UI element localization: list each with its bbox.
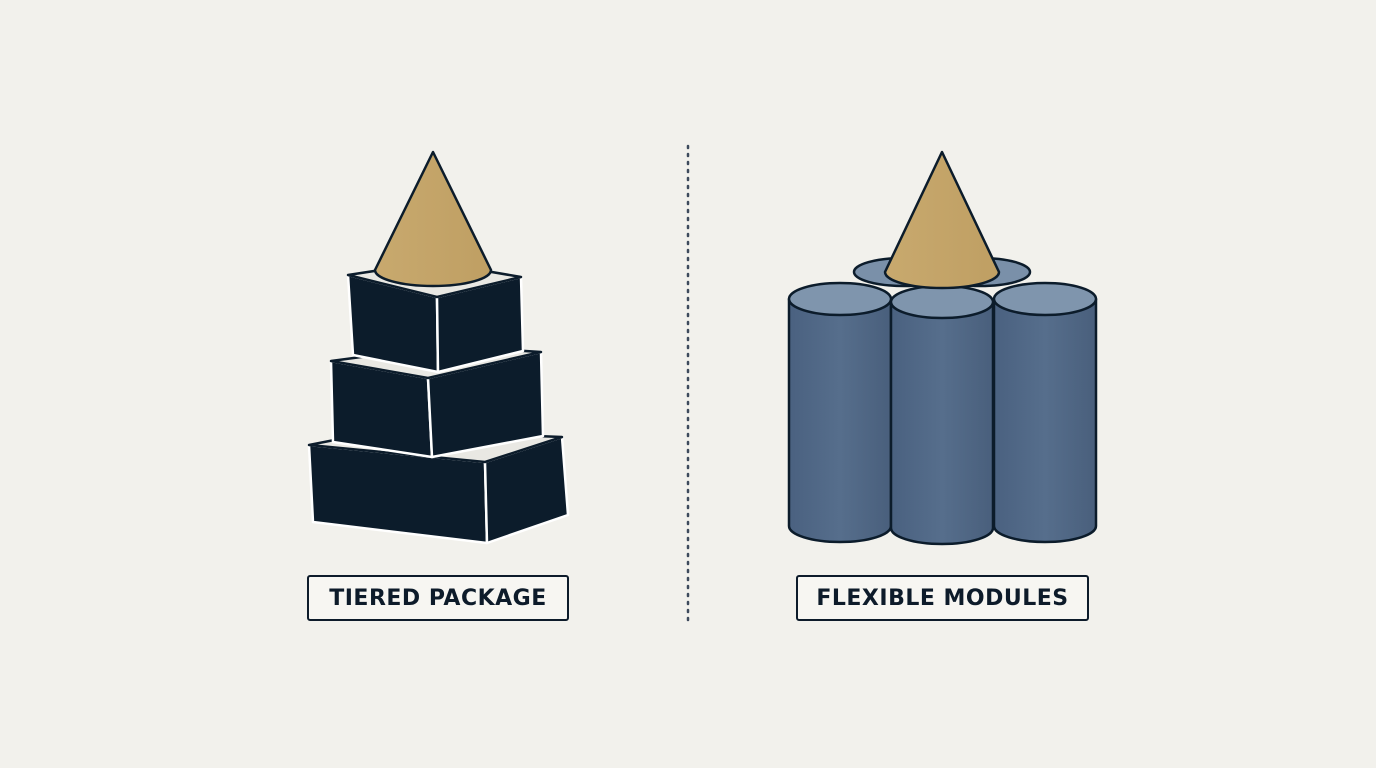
module-cylinder-3 — [992, 281, 1098, 544]
tiered-package-label: TIERED PACKAGE — [307, 575, 569, 621]
cone-right — [883, 150, 1001, 290]
tiered-package-icon — [307, 150, 570, 545]
flexible-modules-icon — [787, 150, 1098, 546]
flexible-modules-label: FLEXIBLE MODULES — [796, 575, 1089, 621]
cone-left — [373, 150, 493, 288]
module-cylinder-1 — [787, 281, 893, 544]
module-cylinder-2 — [889, 284, 995, 546]
